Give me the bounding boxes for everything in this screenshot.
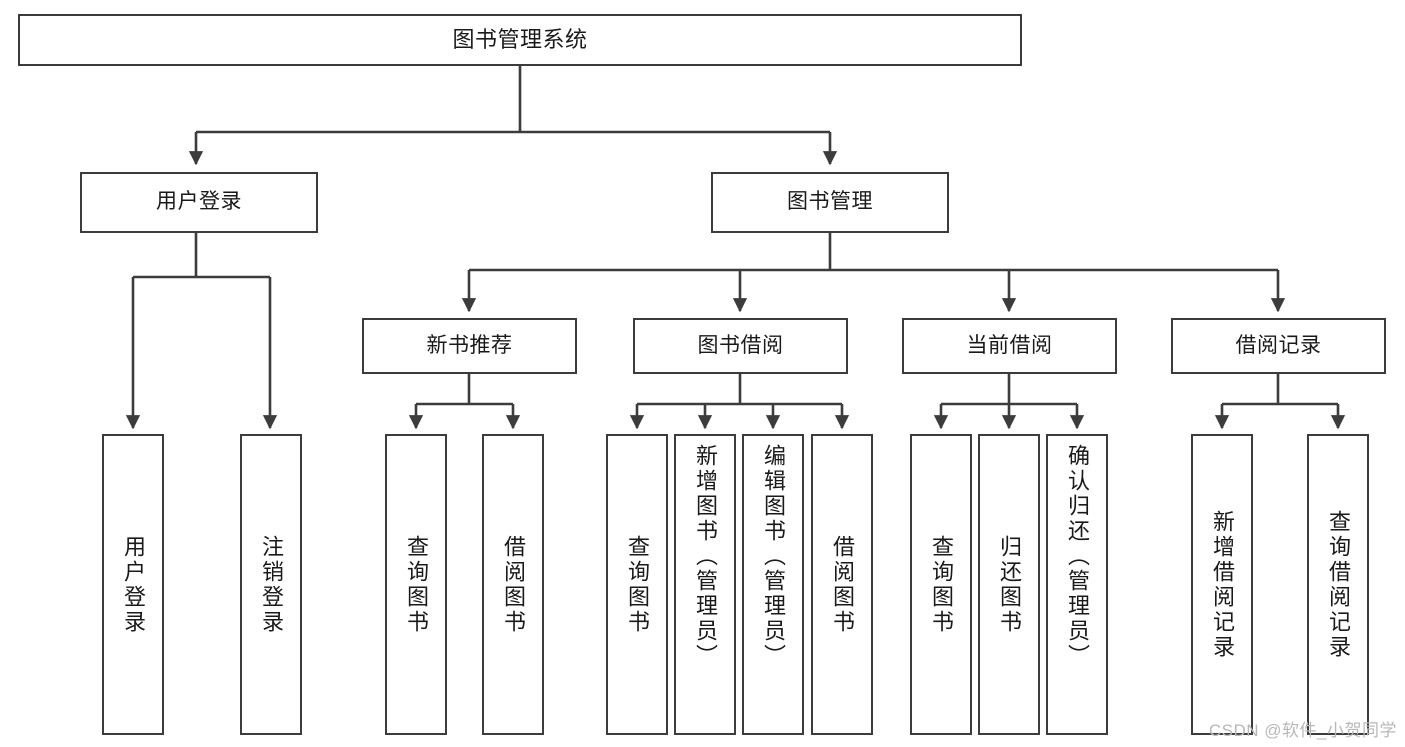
node-label: 编辑图书（管理员）: [761, 444, 786, 669]
node-label: 借阅图书: [830, 534, 855, 635]
node-label: 查询图书: [929, 534, 954, 635]
node-root-system[interactable]: 图书管理系统: [18, 14, 1022, 66]
leaf-query-borrow-record[interactable]: 查询借阅记录: [1307, 434, 1369, 735]
leaf-confirm-return-admin[interactable]: 确认归还（管理员）: [1046, 434, 1108, 735]
node-book-management[interactable]: 图书管理: [711, 172, 949, 233]
node-label: 当前借阅: [966, 333, 1053, 357]
node-label: 借阅记录: [1235, 333, 1322, 357]
leaf-query-book-2[interactable]: 查询图书: [606, 434, 668, 735]
node-user-login[interactable]: 用户登录: [80, 172, 318, 233]
leaf-add-borrow-record[interactable]: 新增借阅记录: [1191, 434, 1253, 735]
node-label: 借阅图书: [501, 534, 526, 635]
node-label: 查询图书: [625, 534, 650, 635]
node-label: 注销登录: [259, 534, 284, 635]
node-label: 用户登录: [121, 534, 146, 635]
node-new-book-recommend[interactable]: 新书推荐: [362, 318, 577, 374]
leaf-return-book[interactable]: 归还图书: [978, 434, 1040, 735]
leaf-query-book-3[interactable]: 查询图书: [910, 434, 972, 735]
leaf-user-login[interactable]: 用户登录: [102, 434, 164, 735]
leaf-add-book-admin[interactable]: 新增图书（管理员）: [674, 434, 736, 735]
node-label: 用户登录: [156, 190, 242, 214]
node-current-borrow[interactable]: 当前借阅: [902, 318, 1117, 374]
node-label: 新书推荐: [426, 333, 513, 357]
node-label: 查询借阅记录: [1326, 509, 1351, 660]
node-label: 图书借阅: [697, 333, 784, 357]
node-label: 新增借阅记录: [1210, 509, 1235, 660]
leaf-logout[interactable]: 注销登录: [240, 434, 302, 735]
node-borrow-record[interactable]: 借阅记录: [1171, 318, 1386, 374]
node-label: 新增图书（管理员）: [693, 444, 718, 669]
leaf-edit-book-admin[interactable]: 编辑图书（管理员）: [742, 434, 804, 735]
node-label: 确认归还（管理员）: [1065, 444, 1090, 669]
node-label: 图书管理: [787, 190, 873, 214]
node-label: 图书管理系统: [452, 27, 588, 53]
watermark-text: CSDN @软件_小贺同学: [1208, 721, 1397, 740]
node-book-borrow[interactable]: 图书借阅: [633, 318, 848, 374]
node-label: 查询图书: [404, 534, 429, 635]
leaf-borrow-book-2[interactable]: 借阅图书: [811, 434, 873, 735]
leaf-borrow-book-1[interactable]: 借阅图书: [482, 434, 544, 735]
leaf-query-book-1[interactable]: 查询图书: [385, 434, 447, 735]
node-label: 归还图书: [997, 534, 1022, 635]
